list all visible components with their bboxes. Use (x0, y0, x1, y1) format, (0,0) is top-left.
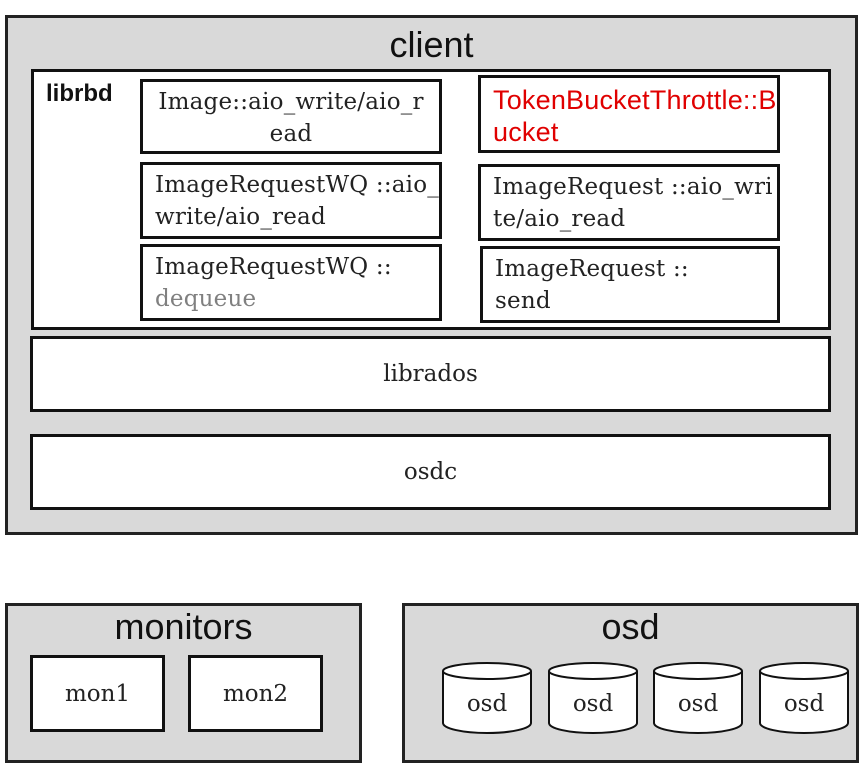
osd-disk-2-label: osd (572, 691, 614, 717)
imagerequestwq-dequeue-line1: ImageRequestWQ :: (155, 254, 392, 280)
osd-title: osd (601, 606, 660, 647)
osd-disk-2: osd (547, 661, 639, 735)
osdc-box: osdc (30, 434, 831, 510)
osd-disk-3-label: osd (677, 691, 719, 717)
image-aio-write-read-box: Image::aio_write/aio_read (140, 79, 442, 154)
imagerequest-send-box: ImageRequest :: send (480, 246, 780, 323)
cylinder-icon (442, 662, 532, 734)
imagerequestwq-dequeue-line2: dequeue (155, 286, 257, 312)
mon2-label: mon2 (222, 680, 289, 707)
osdc-label: osdc (403, 459, 458, 485)
cylinder-icon (548, 662, 638, 734)
mon1-box: mon1 (30, 655, 165, 732)
cylinder-icon (759, 662, 849, 734)
cylinder-icon (653, 662, 743, 734)
imagerequest-send-line2: send (495, 288, 551, 314)
librados-label: librados (383, 361, 478, 387)
mon2-box: mon2 (188, 655, 323, 732)
librados-box: librados (30, 336, 831, 412)
osd-disk-4-label: osd (783, 691, 825, 717)
mon1-label: mon1 (64, 680, 131, 707)
monitors-title: monitors (114, 606, 253, 647)
osd-disk-4: osd (758, 661, 850, 735)
imagerequest-aio-box: ImageRequest ::aio_write/aio_read (478, 164, 780, 241)
imagerequestwq-aio-box: ImageRequestWQ ::aio_write/aio_read (140, 162, 442, 239)
librbd-label: librbd (46, 80, 113, 107)
client-title: client (389, 24, 474, 65)
token-bucket-throttle-box: TokenBucketThrottle::Bucket (478, 75, 780, 153)
imagerequest-send-line1: ImageRequest :: (495, 256, 689, 282)
osd-disk-1-label: osd (466, 691, 508, 717)
osd-disk-3: osd (652, 661, 744, 735)
imagerequestwq-dequeue-box: ImageRequestWQ :: dequeue (140, 244, 442, 321)
osd-disk-1: osd (441, 661, 533, 735)
